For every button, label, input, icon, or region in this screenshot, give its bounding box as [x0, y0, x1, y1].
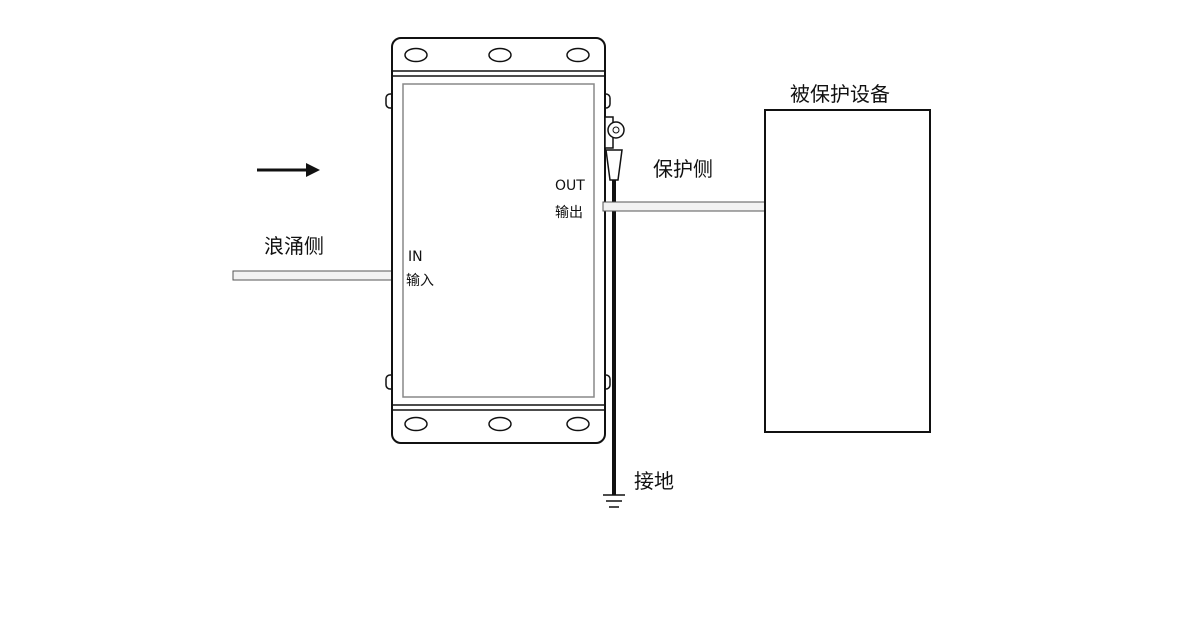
- surge-protector-device: [385, 37, 611, 444]
- mounting-slot: [404, 416, 428, 432]
- ground-icon: [603, 494, 625, 508]
- ground-terminal: [604, 116, 625, 181]
- output-cable: [602, 201, 767, 212]
- ground-label: 接地: [634, 469, 674, 493]
- surge-side-label: 浪涌侧: [264, 234, 324, 258]
- mounting-slot: [488, 47, 512, 63]
- output-label-zh: 输出: [555, 205, 583, 221]
- right-arrow-icon: [257, 163, 320, 177]
- protected-side-label: 保护侧: [653, 157, 713, 181]
- output-label-en: OUT: [555, 178, 585, 194]
- protected-equipment-box: [764, 109, 931, 433]
- input-label-zh: 输入: [406, 273, 434, 289]
- mounting-slot: [566, 47, 590, 63]
- mounting-slot: [566, 416, 590, 432]
- input-label-en: IN: [408, 249, 423, 265]
- device-inner-panel: [402, 83, 595, 398]
- mounting-slot: [488, 416, 512, 432]
- protected-equipment-label: 被保护设备: [790, 82, 890, 106]
- input-cable: [232, 270, 394, 281]
- mounting-slot: [404, 47, 428, 63]
